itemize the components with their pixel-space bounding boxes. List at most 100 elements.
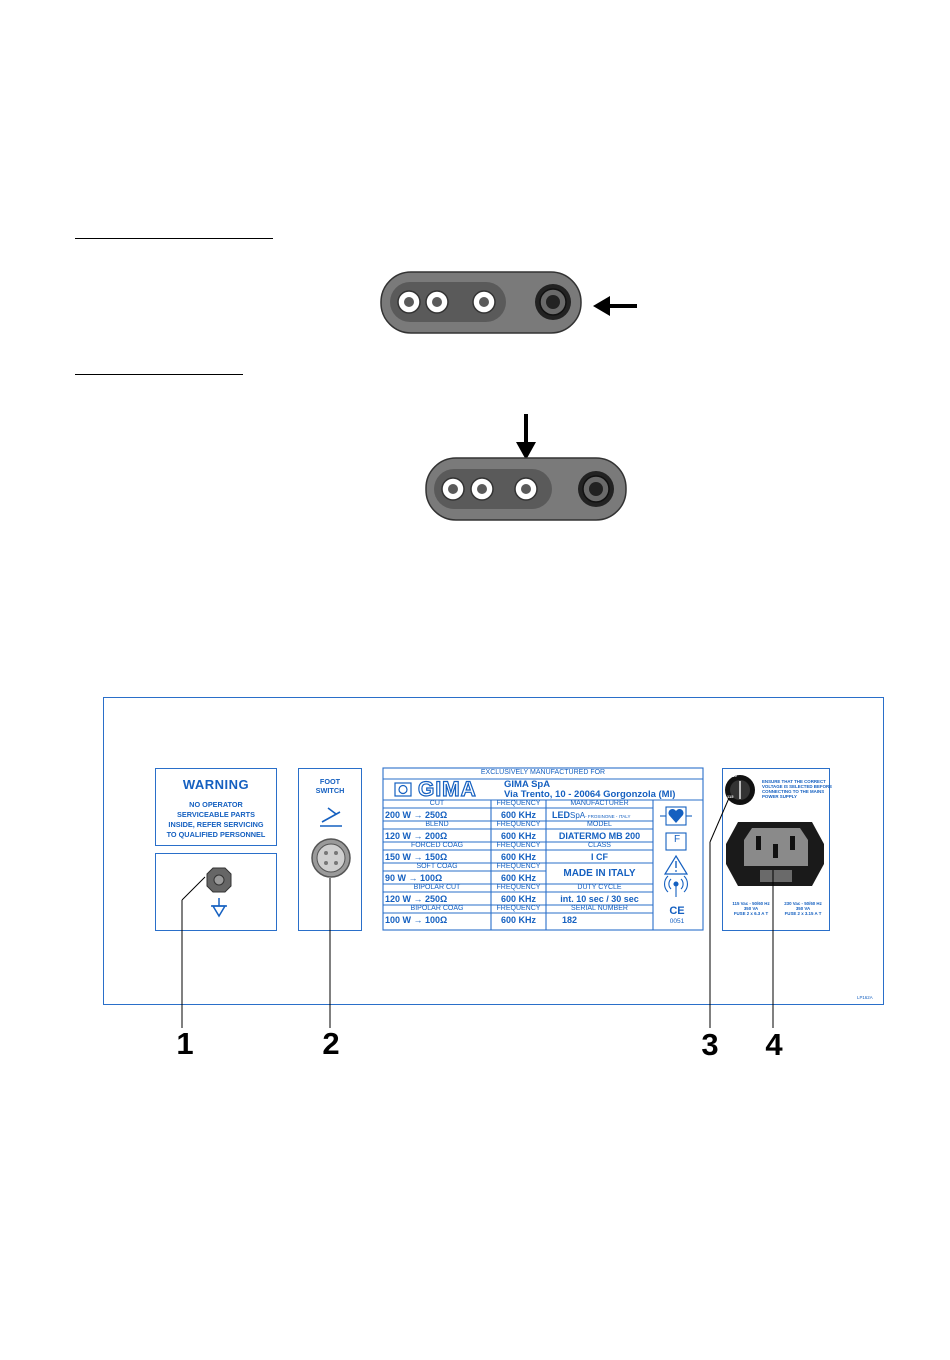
ground-terminal bbox=[206, 867, 232, 918]
connector-panel-2 bbox=[425, 414, 627, 521]
warning-line: NO OPERATOR bbox=[189, 800, 243, 809]
plate-header: EXCLUSIVELY MANUFACTURED FOR bbox=[480, 769, 606, 776]
duty-label: DUTY CYCLE bbox=[577, 884, 622, 891]
ce-mark: CE bbox=[669, 905, 685, 917]
mode-frequency: 600 KHz bbox=[500, 831, 536, 841]
voltage-selector bbox=[725, 775, 755, 805]
mode-frequency: 600 KHz bbox=[500, 873, 536, 883]
model-value: DIATERMO MB 200 bbox=[558, 831, 641, 841]
mode-name: CUT bbox=[429, 800, 445, 807]
ground-terminal-label bbox=[155, 853, 277, 931]
mode-freq-label: FREQUENCY bbox=[496, 821, 541, 828]
mode-frequency: 600 KHz bbox=[500, 810, 536, 820]
mode-name: BLEND bbox=[425, 821, 449, 828]
footswitch-text: FOOT SWITCH bbox=[299, 777, 361, 795]
class-value: I CF bbox=[591, 852, 608, 862]
mode-freq-label: FREQUENCY bbox=[496, 800, 541, 807]
footswitch-line: FOOT bbox=[319, 777, 341, 786]
heart-cf-icon bbox=[660, 806, 692, 826]
plate-address: Via Trento, 10 - 20064 Gorgonzola (MI) bbox=[504, 789, 676, 800]
mode-power: 150 W → 150Ω bbox=[385, 852, 448, 862]
callout-3: 3 bbox=[701, 1027, 719, 1062]
notice-line: VOLTAGE IS SELECTED BEFORE bbox=[762, 784, 833, 789]
arrow-down-icon bbox=[516, 414, 536, 460]
warning-line: SERVICEABLE PARTS bbox=[177, 810, 255, 819]
warning-line: INSIDE, REFER SERVICING bbox=[168, 820, 264, 829]
manufacturer-spa: SpA bbox=[570, 811, 586, 820]
notice-line: ENSURE THAT THE CORRECT bbox=[762, 779, 826, 784]
leader-line-3 bbox=[709, 797, 730, 843]
plate-logo: GIMA bbox=[417, 778, 477, 801]
warning-line: TO QUALIFIED PERSONNEL bbox=[166, 830, 266, 839]
manufacturer-label: MANUFACTURER bbox=[570, 800, 629, 807]
made-in-text: MADE IN ITALY bbox=[563, 868, 636, 879]
mode-name: SOFT COAG bbox=[416, 863, 458, 870]
socket-jack bbox=[514, 477, 538, 501]
spec-line: 350 VA bbox=[743, 906, 759, 911]
warning-triangle-icon bbox=[663, 854, 689, 875]
manufacturer-main: LED bbox=[552, 810, 570, 820]
plate-company: GIMA SpA bbox=[504, 779, 551, 790]
callout-1: 1 bbox=[176, 1026, 194, 1061]
socket-jack bbox=[470, 477, 494, 501]
footswitch-line: SWITCH bbox=[315, 786, 345, 795]
duty-value: int. 10 sec / 30 sec bbox=[560, 894, 639, 904]
spec-line: FUSE 2 x 6.3 A T bbox=[733, 911, 769, 916]
callout-4: 4 bbox=[765, 1027, 783, 1062]
socket-jack bbox=[397, 290, 421, 314]
arrow-left-icon bbox=[593, 296, 637, 316]
mode-name: BIPOLAR COAG bbox=[410, 905, 464, 912]
heading-underline-2 bbox=[75, 374, 243, 375]
rear-panel bbox=[103, 697, 884, 1005]
footswitch-connector bbox=[311, 838, 351, 878]
manufacturer-value: LEDSpA- FROSINONE - ITALY bbox=[552, 810, 630, 820]
mode-freq-label: FREQUENCY bbox=[496, 863, 541, 870]
socket-jack bbox=[472, 290, 496, 314]
round-connector bbox=[578, 471, 614, 507]
rf-radiation-icon bbox=[664, 875, 688, 897]
spec-line: 115 Vac - 50/60 Hz bbox=[732, 901, 770, 906]
selector-mark-230: 230 bbox=[730, 773, 737, 778]
gima-logo-icon bbox=[394, 782, 412, 797]
class-label: CLASS bbox=[588, 842, 611, 849]
warning-text: NO OPERATOR SERVICEABLE PARTS INSIDE, RE… bbox=[156, 800, 276, 840]
serial-value: 182 bbox=[562, 915, 578, 925]
spec-line: FUSE 2 x 3.15 A T bbox=[784, 911, 822, 916]
mode-frequency: 600 KHz bbox=[500, 915, 536, 925]
ce-number: 0051 bbox=[669, 918, 685, 925]
manufacturer-location: - FROSINONE - ITALY bbox=[585, 814, 631, 819]
warning-title: WARNING bbox=[182, 777, 250, 792]
spec-230v: 230 Vac - 50/60 Hz 350 VA FUSE 2 x 3.15 … bbox=[777, 901, 829, 916]
equipotential-ground-icon bbox=[211, 898, 227, 918]
mode-freq-label: FREQUENCY bbox=[496, 884, 541, 891]
socket-jack bbox=[425, 290, 449, 314]
mode-power: 200 W → 250Ω bbox=[385, 810, 448, 820]
spec-115v: 115 Vac - 50/60 Hz 350 VA FUSE 2 x 6.3 A… bbox=[726, 901, 776, 916]
rating-plate bbox=[382, 767, 704, 931]
part-code: LP162A bbox=[857, 995, 873, 1000]
notice-line: CONNECTING TO THE MAINS bbox=[762, 789, 825, 794]
iec-inlet-icon bbox=[726, 822, 824, 886]
f-type-symbol: F bbox=[673, 834, 681, 845]
mode-power: 120 W → 250Ω bbox=[385, 894, 448, 904]
mode-power: 100 W → 100Ω bbox=[385, 915, 448, 925]
model-label: MODEL bbox=[587, 821, 612, 828]
power-entry-label bbox=[722, 768, 830, 931]
connector-panel-1 bbox=[380, 271, 637, 334]
mode-name: FORCED COAG bbox=[410, 842, 464, 849]
socket-jack bbox=[441, 477, 465, 501]
mode-freq-label: FREQUENCY bbox=[496, 842, 541, 849]
f-type-box bbox=[665, 832, 687, 851]
spec-line: 350 VA bbox=[795, 906, 811, 911]
mode-frequency: 600 KHz bbox=[500, 852, 536, 862]
round-connector bbox=[535, 284, 571, 320]
footswitch-pedal-icon bbox=[320, 807, 342, 827]
callout-2: 2 bbox=[322, 1026, 340, 1061]
mode-power: 90 W → 100Ω bbox=[385, 873, 443, 883]
selector-mark-115: 115 bbox=[727, 794, 734, 799]
spec-line: 230 Vac - 50/60 Hz bbox=[784, 901, 822, 906]
mode-power: 120 W → 200Ω bbox=[385, 831, 448, 841]
serial-label: SERIAL NUMBER bbox=[571, 905, 628, 912]
warning-label: WARNING NO OPERATOR SERVICEABLE PARTS IN… bbox=[155, 768, 277, 846]
